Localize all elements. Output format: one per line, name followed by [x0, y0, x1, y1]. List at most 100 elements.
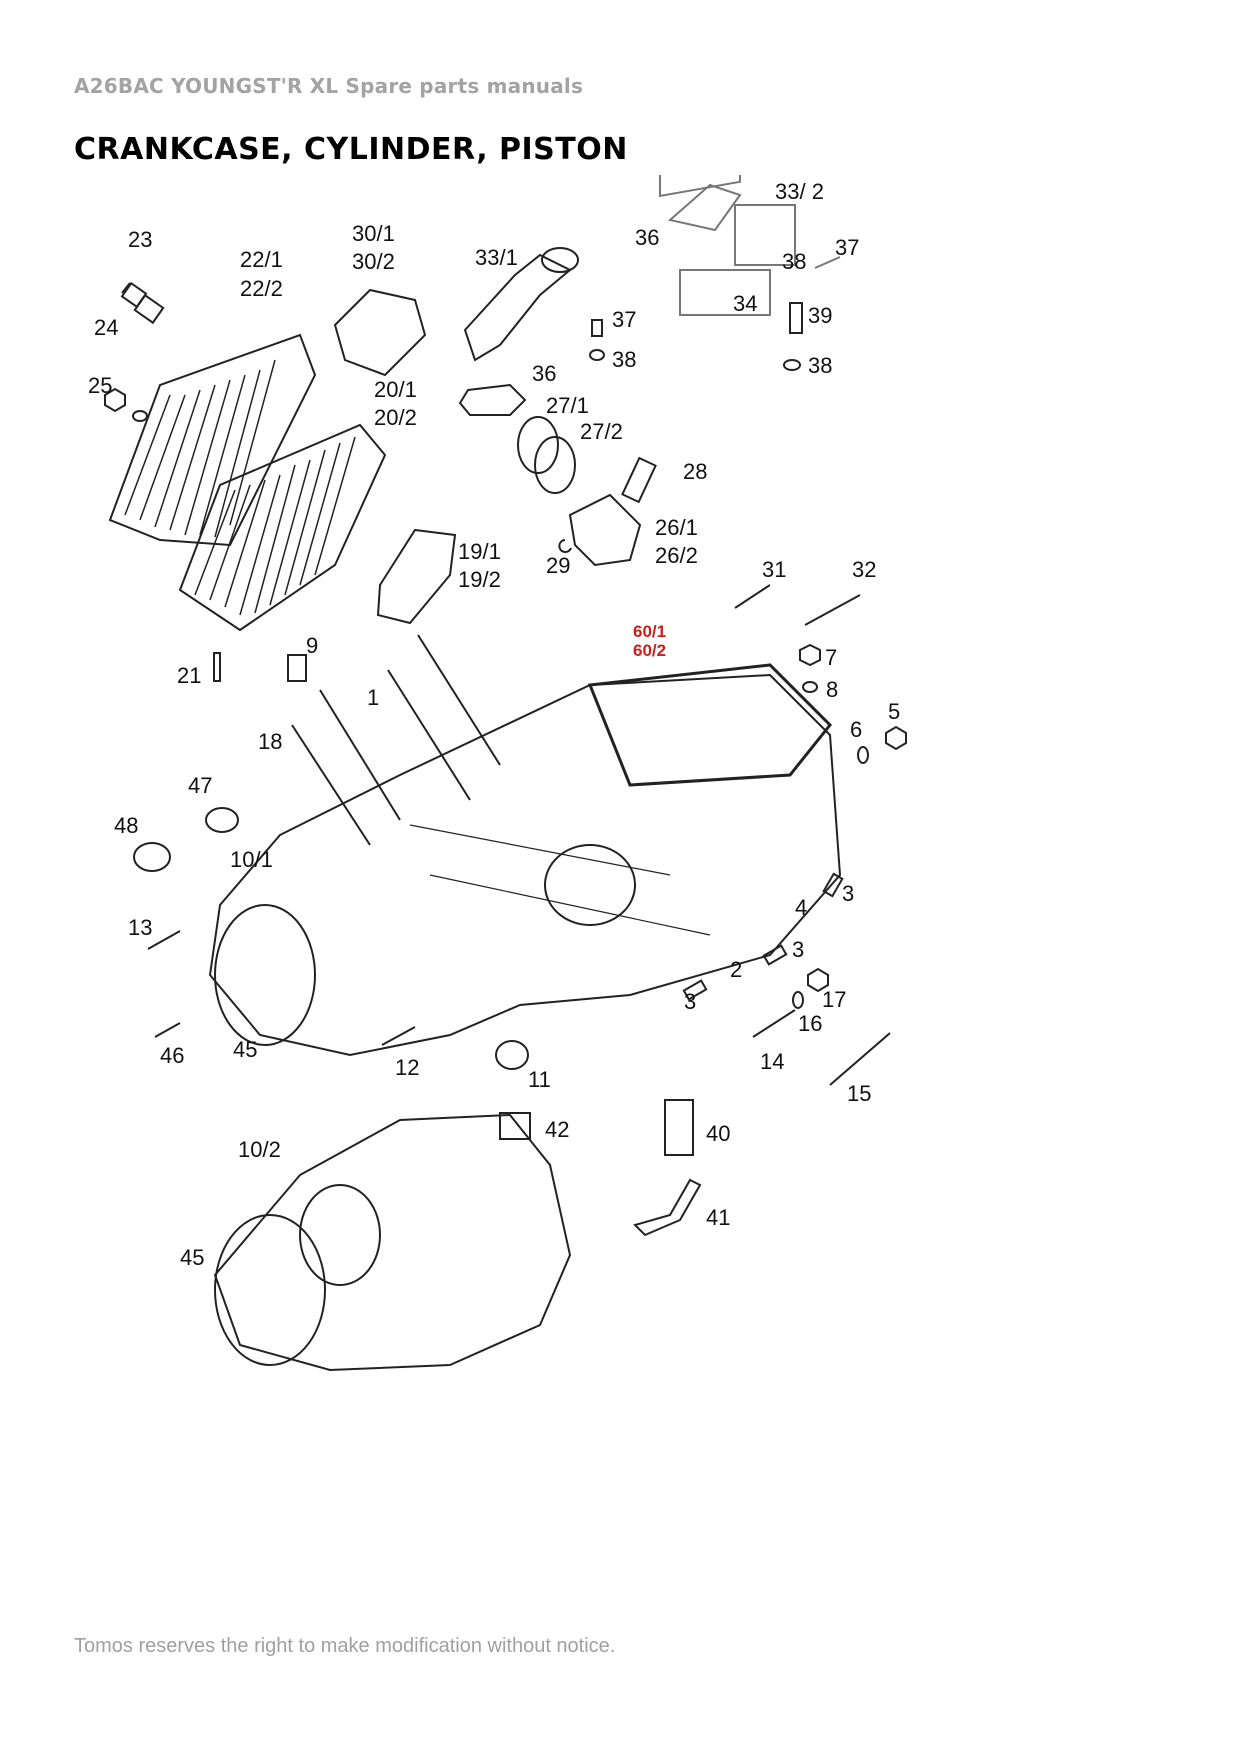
dowel-part-3 [682, 979, 708, 1001]
label-30-1: 30/1 [352, 221, 395, 246]
label-26-1: 26/1 [655, 515, 698, 540]
label-1: 1 [367, 685, 379, 710]
label-36-b: 36 [532, 361, 556, 386]
label-39: 39 [808, 303, 832, 328]
label-37-a: 37 [835, 235, 859, 260]
crankcase-half-part [213, 1113, 572, 1372]
plug-part-5 [885, 725, 907, 751]
label-31: 31 [762, 557, 786, 582]
piston-ring-part-2 [534, 436, 576, 494]
bolt-part-37 [814, 256, 841, 269]
label-29: 29 [546, 553, 570, 578]
stud-part-2 [387, 669, 471, 801]
label-22-2: 22/2 [240, 276, 283, 301]
dowel-part-2 [762, 944, 788, 966]
label-46: 46 [160, 1043, 184, 1068]
washer-part-38 [783, 359, 801, 371]
page-title: CRANKCASE, CYLINDER, PISTON [74, 132, 628, 167]
label-27-1: 27/1 [546, 393, 589, 418]
label-19-1: 19/1 [458, 539, 501, 564]
label-3-c: 3 [684, 989, 696, 1014]
screw-part-13 [147, 930, 181, 950]
intake-gasket-part [458, 383, 527, 416]
base-gasket-part [376, 528, 457, 625]
spacer-part-47 [205, 807, 239, 833]
spacer-part-11 [495, 1040, 529, 1070]
label-21: 21 [177, 663, 201, 688]
washer-part-8 [802, 681, 818, 693]
piston-pin-part [621, 456, 657, 504]
label-45-b: 45 [180, 1245, 204, 1270]
label-20-2: 20/2 [374, 405, 417, 430]
label-12: 12 [395, 1055, 419, 1080]
label-36-a: 36 [635, 225, 659, 250]
stud-part-1 [417, 634, 501, 766]
label-22-1: 22/1 [240, 247, 283, 272]
label-30-2: 30/2 [352, 249, 395, 274]
label-40: 40 [706, 1121, 730, 1146]
screw-part-46 [154, 1022, 181, 1038]
head-gasket-part [333, 288, 427, 377]
label-41: 41 [706, 1205, 730, 1230]
nut-part-17 [807, 967, 829, 993]
label-33-1: 33/1 [475, 245, 518, 270]
label-38-b: 38 [808, 353, 832, 378]
spacer-part-48 [133, 842, 171, 872]
bracket-part-41 [633, 1178, 702, 1237]
label-48: 48 [114, 813, 138, 838]
bushing-part [287, 654, 307, 682]
bolt-head-part-7 [799, 643, 821, 667]
label-13: 13 [128, 915, 152, 940]
label-3-b: 3 [792, 937, 804, 962]
label-38-a: 38 [782, 249, 806, 274]
label-34: 34 [733, 291, 757, 316]
screw-part [591, 319, 603, 337]
label-37-b: 37 [612, 307, 636, 332]
label-4: 4 [795, 895, 807, 920]
label-33-2: 33/ 2 [775, 179, 824, 204]
label-60-2: 60/2 [633, 641, 666, 660]
bolt-part-32 [804, 594, 861, 626]
washer-part-6 [857, 746, 869, 764]
washer-part [132, 410, 148, 422]
label-23: 23 [128, 227, 152, 252]
cylinder-part [178, 423, 387, 632]
label-11: 11 [528, 1067, 551, 1092]
label-25: 25 [88, 373, 112, 398]
label-20-1: 20/1 [374, 377, 417, 402]
label-8: 8 [826, 677, 838, 702]
exploded-parts-diagram: 23 22/1 22/2 30/1 30/2 33/1 33/ 2 36 37 … [88, 175, 907, 1372]
intake-manifold-part [463, 247, 579, 362]
nut-part [104, 387, 126, 413]
bolt-part-15 [829, 1032, 891, 1086]
stud-part-4 [291, 724, 371, 846]
label-60-1: 60/1 [633, 622, 666, 641]
label-18: 18 [258, 729, 282, 754]
label-19-2: 19/2 [458, 567, 501, 592]
label-32: 32 [852, 557, 876, 582]
label-16: 16 [798, 1011, 822, 1036]
piston-part [568, 493, 642, 567]
washer-part-2 [589, 349, 605, 361]
label-45-a: 45 [233, 1037, 257, 1062]
label-2: 2 [730, 957, 742, 982]
label-14: 14 [760, 1049, 784, 1074]
screw-part-39 [789, 302, 803, 334]
label-7: 7 [825, 645, 837, 670]
stud-part [213, 652, 221, 682]
bolt-part-14 [752, 1009, 796, 1038]
washer-part-16 [792, 991, 804, 1009]
label-27-2: 27/2 [580, 419, 623, 444]
bolt-part-31 [734, 584, 771, 609]
spark-plug-part [120, 281, 165, 325]
label-10-2: 10/2 [238, 1137, 281, 1162]
label-6: 6 [850, 717, 862, 742]
label-26-2: 26/2 [655, 543, 698, 568]
bracket-part-40 [664, 1099, 694, 1156]
label-42: 42 [545, 1117, 569, 1142]
label-15: 15 [847, 1081, 871, 1106]
screw-part-12 [381, 1026, 416, 1046]
footer-disclaimer: Tomos reserves the right to make modific… [74, 1635, 616, 1657]
label-28: 28 [683, 459, 707, 484]
label-38-c: 38 [612, 347, 636, 372]
